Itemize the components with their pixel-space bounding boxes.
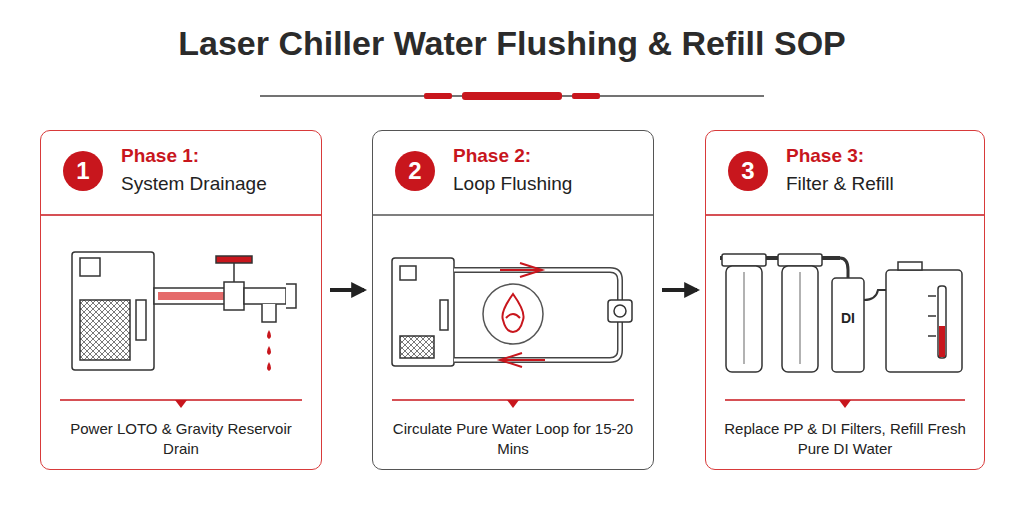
step-number-circle: 1 — [63, 151, 103, 191]
step-number: 1 — [76, 157, 89, 185]
step-number-circle: 2 — [395, 151, 435, 191]
phase-panel: Phase 1: System DrainagePower LOTO & Grav… — [40, 130, 322, 470]
title-rule — [260, 92, 764, 100]
phase-title: System Drainage — [121, 173, 267, 195]
step-number: 3 — [741, 157, 754, 185]
header-divider — [40, 214, 322, 216]
step-number: 2 — [408, 157, 421, 185]
step-number-circle: 3 — [728, 151, 768, 191]
phase-title: Filter & Refill — [786, 173, 894, 195]
phase-panel: Phase 2: Loop FlushingCirculate Pure Wate… — [372, 130, 654, 470]
phase-title: Loop Flushing — [453, 173, 572, 195]
diagram-title: Laser Chiller Water Flushing & Refill SO… — [0, 24, 1024, 63]
phase-number-heading: Phase 3: — [786, 145, 864, 167]
step-caption: Power LOTO & Gravity Reservoir Drain — [51, 413, 311, 465]
flow-arrow — [330, 288, 364, 292]
filter-illustration — [720, 254, 962, 372]
header-divider — [372, 214, 654, 216]
step-caption: Circulate Pure Water Loop for 15-20 Mins — [383, 413, 643, 465]
caption-rule — [60, 400, 965, 408]
drainage-illustration — [72, 252, 296, 371]
phase-number-heading: Phase 1: — [121, 145, 199, 167]
header-divider — [705, 214, 985, 216]
cartridge-label: DI — [841, 310, 855, 326]
phase-panel: Phase 3: Filter & RefillReplace PP & DI F… — [705, 130, 985, 470]
step-caption: Replace PP & DI Filters, Refill Fresh Pu… — [716, 413, 974, 465]
phase-number-heading: Phase 2: — [453, 145, 531, 167]
flushing-illustration — [392, 258, 632, 367]
flow-arrow — [662, 288, 697, 292]
